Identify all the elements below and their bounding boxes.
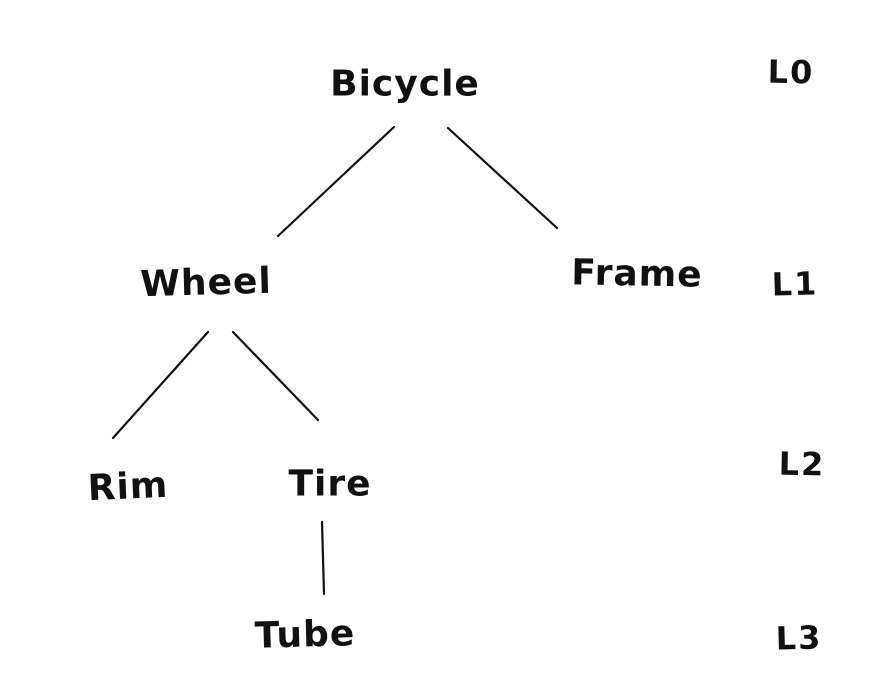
node-rim: Rim <box>86 464 170 510</box>
edge-wheel-tire <box>231 330 320 422</box>
node-tube: Tube <box>254 613 356 657</box>
node-bicycle: Bicycle <box>330 63 480 105</box>
level-label-l2: L2 <box>778 444 826 484</box>
node-frame: Frame <box>571 252 703 296</box>
node-tire: Tire <box>288 463 372 505</box>
level-label-l1: L1 <box>771 264 819 304</box>
level-label-l3: L3 <box>775 618 823 658</box>
edge-tire-tube <box>320 520 326 596</box>
edge-bicycle-frame <box>446 126 559 230</box>
level-label-l0: L0 <box>767 52 815 92</box>
node-wheel: Wheel <box>139 260 273 306</box>
edge-bicycle-wheel <box>276 125 396 238</box>
edge-wheel-rim <box>111 330 210 440</box>
